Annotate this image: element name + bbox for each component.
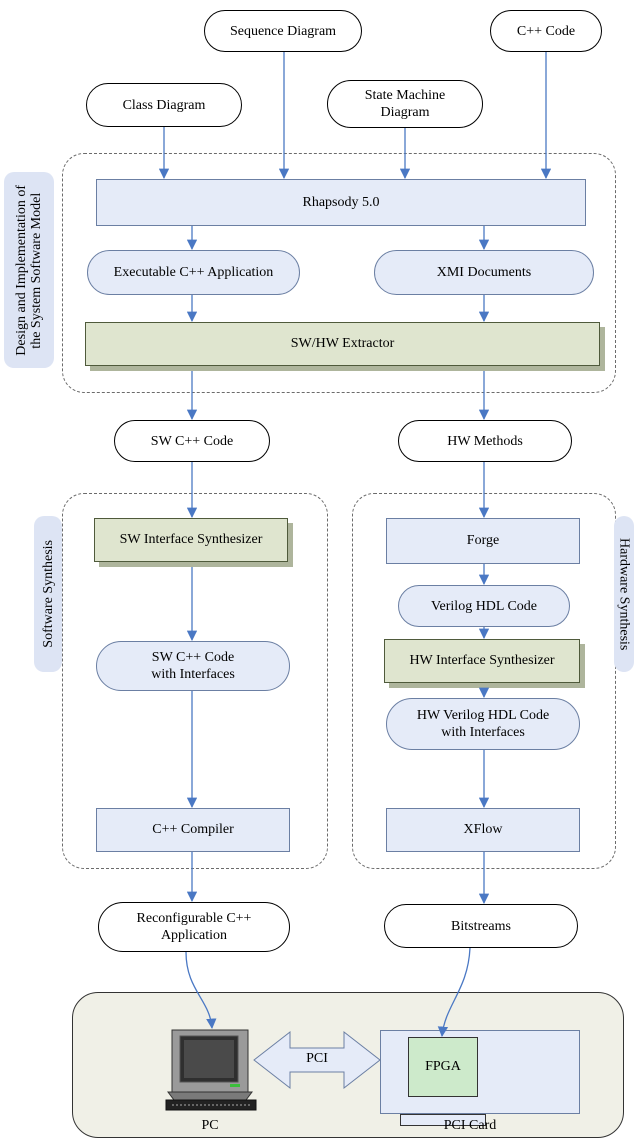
hw-verilog-line2: with Interfaces	[441, 725, 525, 740]
pc-label: PC	[201, 1118, 219, 1133]
xmi-documents-node: XMI Documents	[374, 250, 594, 295]
pci-card-connector	[400, 1114, 486, 1126]
sw-hw-extractor-box: SW/HW Extractor	[85, 322, 600, 366]
sw-code-with-interfaces-node: SW C++ Code with Interfaces	[96, 641, 290, 691]
software-side-tab: Software Synthesis	[34, 516, 62, 672]
verilog-hdl-node: Verilog HDL Code	[398, 585, 570, 627]
design-group-frame	[62, 153, 616, 393]
state-machine-line2: Diagram	[380, 105, 430, 120]
state-machine-line1: State Machine	[364, 88, 446, 103]
hw-verilog-line1: HW Verilog HDL Code	[416, 708, 550, 723]
software-side-label: Software Synthesis	[40, 540, 56, 648]
design-side-label-line2: the System Software Model	[29, 192, 44, 348]
sw-cpp-code-node: SW C++ Code	[114, 420, 270, 462]
bitstreams-node: Bitstreams	[384, 904, 578, 948]
state-machine-diagram-node: State Machine Diagram	[327, 80, 483, 128]
cpp-code-node: C++ Code	[490, 10, 602, 52]
hw-verilog-with-interfaces-node: HW Verilog HDL Code with Interfaces	[386, 698, 580, 750]
software-synthesis-frame	[62, 493, 328, 869]
design-side-label: Design and Implementation of the System …	[14, 185, 44, 356]
forge-box: Forge	[386, 518, 580, 564]
sw-code-line1: SW C++ Code	[151, 650, 235, 665]
hw-methods-node: HW Methods	[398, 420, 572, 462]
hardware-side-label: Hardware Synthesis	[616, 537, 632, 651]
hw-interface-synthesizer-box: HW Interface Synthesizer	[384, 639, 580, 683]
design-side-tab: Design and Implementation of the System …	[4, 172, 54, 368]
sw-interface-synthesizer-box: SW Interface Synthesizer	[94, 518, 288, 562]
reconfigurable-app-node: Reconfigurable C++ Application	[98, 902, 290, 952]
cpp-compiler-box: C++ Compiler	[96, 808, 290, 852]
hardware-side-tab: Hardware Synthesis	[614, 516, 634, 672]
rhapsody-box: Rhapsody 5.0	[96, 179, 586, 226]
sw-code-line2: with Interfaces	[151, 667, 235, 682]
pci-card-label: PCI Card	[443, 1118, 497, 1133]
executable-app-node: Executable C++ Application	[87, 250, 300, 295]
sequence-diagram-node: Sequence Diagram	[204, 10, 362, 52]
pci-label: PCI	[306, 1051, 328, 1066]
design-side-label-line1: Design and Implementation of	[14, 184, 29, 356]
reconfig-line1: Reconfigurable C++	[136, 911, 252, 926]
class-diagram-node: Class Diagram	[86, 83, 242, 127]
xflow-box: XFlow	[386, 808, 580, 852]
fpga-chip: FPGA	[408, 1037, 478, 1097]
reconfig-line2: Application	[160, 928, 228, 943]
